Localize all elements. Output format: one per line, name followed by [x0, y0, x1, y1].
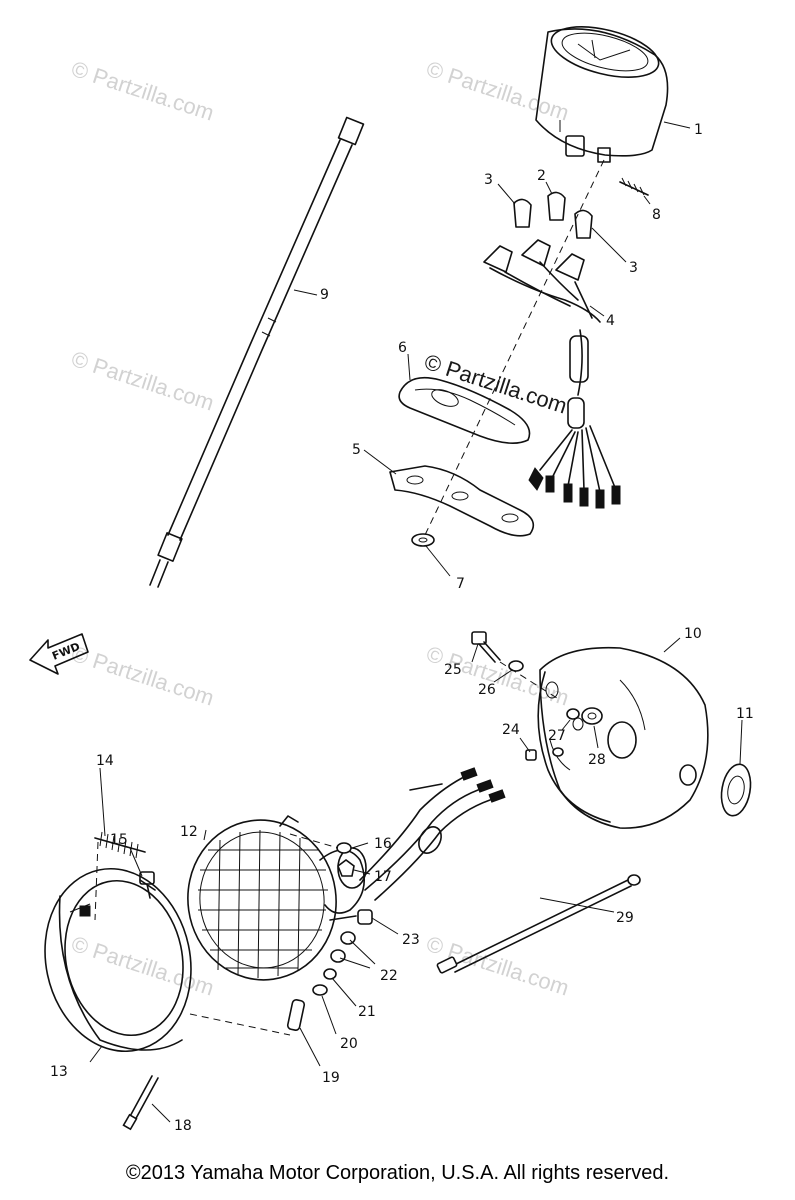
headlight-case-10	[537, 646, 709, 829]
callout-4: 4	[606, 313, 615, 329]
callout-28: 28	[588, 752, 606, 768]
alignment-line	[424, 159, 605, 536]
callout-19: 19	[322, 1070, 340, 1086]
watermark: © Partzilla.com	[423, 56, 572, 126]
watermark: © Partzilla.com	[68, 56, 217, 126]
wire-harness-4	[483, 239, 621, 509]
spring-seat-22b	[330, 949, 346, 963]
bolt-18	[122, 1075, 159, 1131]
callout-21: 21	[358, 1004, 376, 1020]
callout-9: 9	[320, 287, 329, 303]
callout-24: 24	[502, 722, 520, 738]
callout-15: 15	[110, 832, 128, 848]
callout-16: 16	[374, 836, 392, 852]
nut-19	[286, 999, 306, 1031]
callout-8: 8	[652, 207, 661, 223]
washer-16	[336, 842, 352, 854]
callout-14: 14	[96, 753, 114, 769]
callout-12: 12	[180, 824, 198, 840]
callout-23: 23	[402, 932, 420, 948]
headlight-wiring	[359, 767, 506, 901]
bulb-3-right	[574, 209, 593, 239]
washer-21	[323, 968, 337, 980]
cord-29	[436, 874, 641, 974]
copyright-notice: ©2013 Yamaha Motor Corporation, U.S.A. A…	[125, 1162, 670, 1184]
washer-20	[312, 984, 328, 996]
grommet-11	[720, 763, 752, 817]
bulb-3-left	[513, 198, 532, 228]
callout-25: 25	[444, 662, 462, 678]
callout-26: 26	[478, 682, 496, 698]
meter-cable-9	[149, 116, 365, 588]
washer-26	[508, 660, 524, 672]
leader-lines	[89, 121, 743, 1123]
callout-17: 17	[374, 869, 392, 885]
nut-28	[581, 707, 603, 725]
callout-7: 7	[456, 576, 465, 592]
callout-3: 3	[629, 260, 638, 276]
meter-bracket-5	[389, 465, 535, 537]
nut-7	[411, 533, 435, 547]
callout-11: 11	[736, 706, 754, 722]
callout-10: 10	[684, 626, 702, 642]
alignment-line	[189, 1013, 291, 1036]
watermark: © Partzilla.com	[68, 931, 217, 1001]
callout-22: 22	[380, 968, 398, 984]
meter-cushion-6	[398, 376, 531, 444]
callout-18: 18	[174, 1118, 192, 1134]
speedometer	[535, 26, 669, 163]
screw-24	[525, 749, 537, 761]
washer-27	[566, 708, 580, 720]
callout-1: 1	[694, 122, 703, 138]
screw-15	[139, 871, 155, 899]
bulb-2	[547, 191, 566, 221]
washer-27b	[552, 747, 564, 757]
callout-6: 6	[398, 340, 407, 356]
spring-14	[94, 831, 146, 859]
watermark: © Partzilla.com	[68, 346, 217, 416]
alignment-line	[94, 841, 99, 921]
screw-8	[619, 177, 649, 196]
callout-13: 13	[50, 1064, 68, 1080]
callout-27: 27	[548, 728, 566, 744]
center-watermark: © Partzilla.com	[421, 349, 570, 419]
callout-5: 5	[352, 442, 361, 458]
bolt-25	[471, 631, 501, 663]
callout-29: 29	[616, 910, 634, 926]
adjuster-23	[357, 909, 373, 925]
callout-2: 2	[537, 168, 546, 184]
callout-numbers: 1 2 3 3 4 5 6 7 8 9 10 11 12 13 14 15 16…	[50, 122, 754, 1134]
headlight-rim-13	[44, 867, 192, 1053]
callout-3: 3	[484, 172, 493, 188]
alignment-line	[289, 833, 339, 849]
callout-20: 20	[340, 1036, 358, 1052]
watermark: © Partzilla.com	[68, 641, 217, 711]
nut-17	[337, 859, 355, 877]
